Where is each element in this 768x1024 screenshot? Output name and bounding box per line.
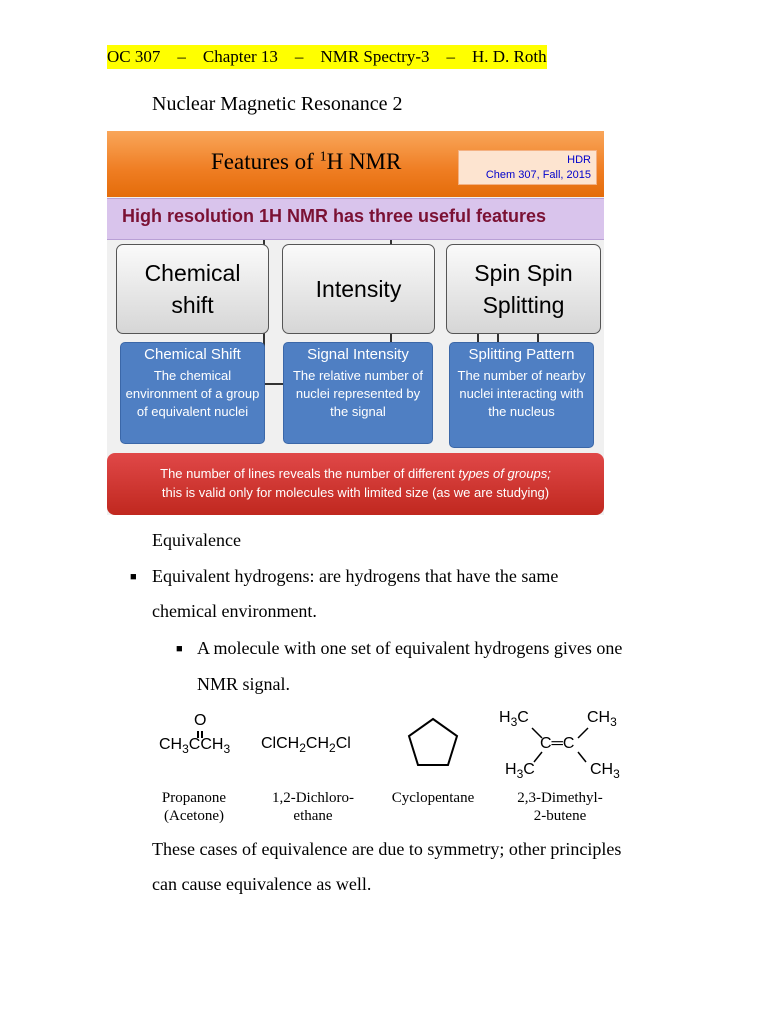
sub-bullet-marker: ■ [176,643,183,655]
feature-box-spin-splitting: Spin Spin Splitting [446,244,601,334]
propanone-structure: CH3CCH3 [159,736,231,757]
molecule-structures: O CH3CCH3 ClCH2CH2Cl H3C CH3 C═C H3C CH3 [150,705,620,785]
methyl-group: CH3 [590,761,620,782]
double-bond [197,731,199,738]
section-title: Nuclear Magnetic Resonance 2 [152,93,403,115]
feature-box-intensity: Intensity [282,244,435,334]
slide-title: Features of 1H NMR [211,149,402,174]
bullet-text: Equivalent hydrogens: are hydrogens that… [152,566,559,586]
blue-box-body: The relative number of nuclei represente… [292,368,424,419]
molecule-caption-cyclopentane: Cyclopentane [391,790,475,806]
features-heading: High resolution 1H NMR has three useful … [122,206,547,226]
alkene-carbons: C═C [540,735,575,752]
closing-text: These cases of equivalence are due to sy… [152,839,622,859]
blue-box-heading: Chemical Shift [144,346,241,363]
blue-box-splitting-pattern: Splitting Pattern The number of nearby n… [449,342,594,448]
bullet-text-continued: chemical environment. [152,601,317,621]
slide-title-banner: Features of 1H NMR HDR Chem 307, Fall, 2… [107,131,604,197]
equivalence-heading: Equivalence [152,530,241,550]
methyl-group: H3C [499,709,529,730]
summary-banner: The number of lines reveals the number o… [107,453,604,515]
molecule-caption-dimethylbutene: 2,3-Dimethyl-2-butene [517,790,603,824]
cyclopentane-ring [407,717,459,766]
sub-bullet-text-continued: NMR signal. [197,674,291,694]
double-bond [201,731,203,738]
carbonyl-oxygen: O [194,712,207,729]
nmr-features-slide: Features of 1H NMR HDR Chem 307, Fall, 2… [107,131,604,515]
blue-box-heading: Signal Intensity [307,346,409,363]
sub-bullet-text: A molecule with one set of equivalent hy… [197,638,623,658]
credit-course: Chem 307, Fall, 2015 [485,169,591,181]
features-heading-bar: High resolution 1H NMR has three useful … [107,198,604,240]
blue-box-chemical-shift: Chemical Shift The chemical environment … [120,342,265,444]
credit-box: HDR Chem 307, Fall, 2015 [458,150,597,185]
dichloroethane-structure: ClCH2CH2Cl [261,735,351,756]
blue-box-signal-intensity: Signal Intensity The relative number of … [283,342,433,444]
blue-box-body: The number of nearby nuclei interacting … [457,368,586,419]
bullet-marker: ■ [130,571,137,583]
methyl-group: CH3 [587,709,617,730]
blue-box-body: The chemical environment of a group of e… [125,368,260,419]
alkene-bonds [531,727,589,763]
spectrum-baseline [265,383,285,385]
methyl-group: H3C [505,761,535,782]
feature-box-chemical-shift: Chemical shift [116,244,269,334]
blue-box-heading: Splitting Pattern [468,346,575,363]
closing-text-continued: can cause equivalence as well. [152,874,372,894]
molecule-caption-propanone: Propanone(Acetone) [161,790,227,824]
document-header: OC 307 – Chapter 13 – NMR Spectry-3 – H.… [107,45,547,69]
molecule-caption-dichloroethane: 1,2-Dichloro-ethane [271,790,355,824]
credit-author: HDR [567,154,591,166]
